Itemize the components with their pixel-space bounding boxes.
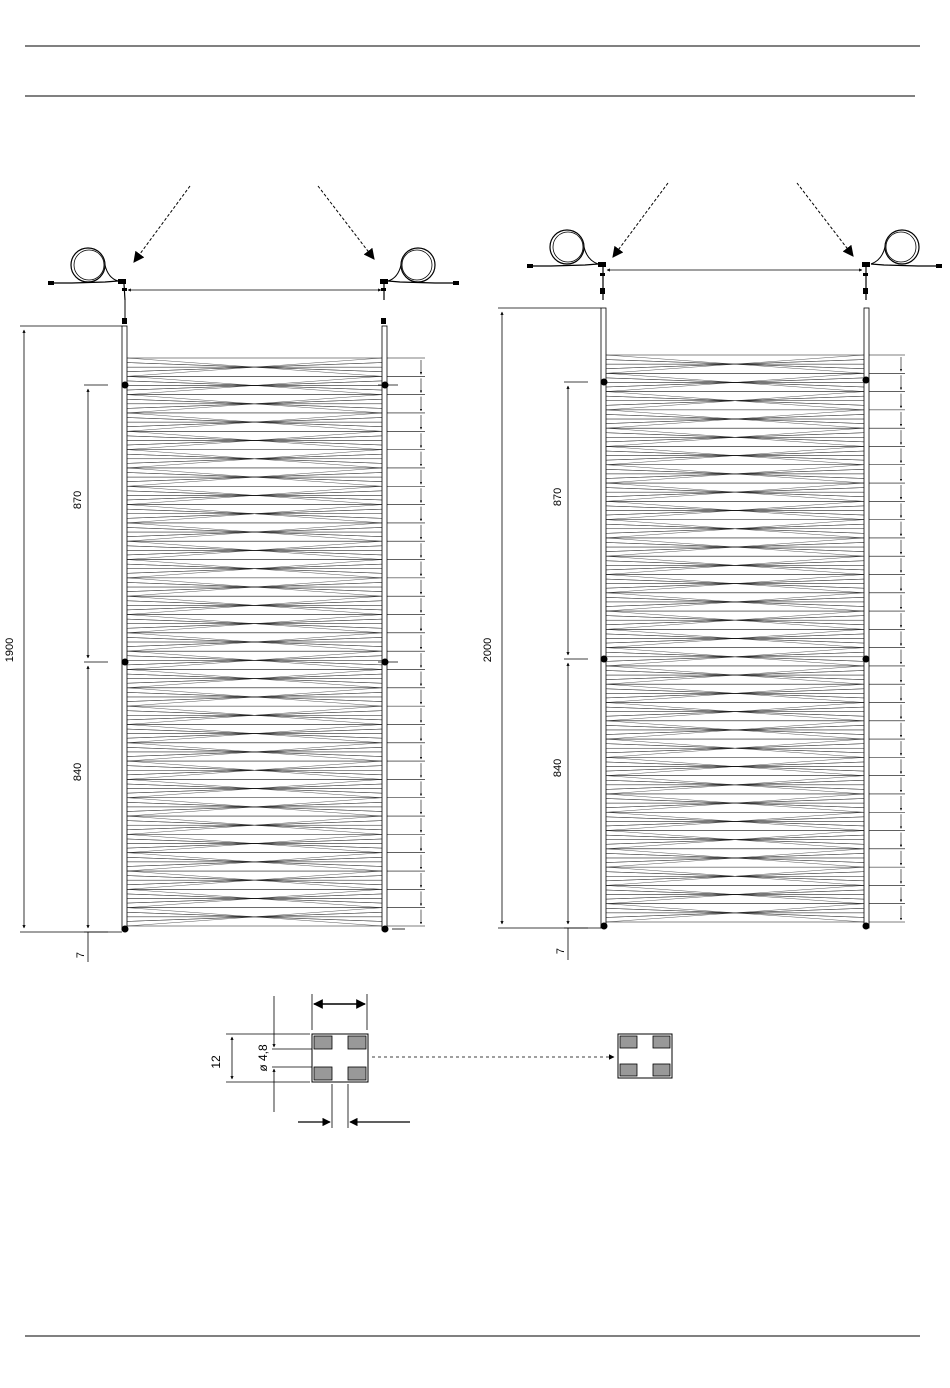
right-pole-1 (601, 308, 606, 928)
right-diagram: 2000 870 840 7 (482, 183, 942, 960)
left-mount-point (122, 382, 129, 389)
right-mount-point (863, 923, 870, 930)
right-mount-point (601, 923, 608, 930)
right-offset-label: 7 (555, 948, 567, 954)
right-cable-coil-1 (527, 230, 606, 300)
right-beam-pitch-dimensions (869, 355, 905, 922)
right-cable-coil-2 (862, 230, 942, 300)
right-upper-segment-label: 870 (552, 488, 564, 506)
left-mount-point (122, 926, 129, 933)
detail-view: 12 ø 4,8 (209, 994, 672, 1128)
left-pole-1 (122, 326, 127, 930)
detail-lens-block-2 (618, 1034, 672, 1078)
right-mount-point (863, 377, 870, 384)
right-mount-point (601, 379, 608, 386)
left-cable-coil-2 (380, 248, 459, 324)
right-lower-segment-label: 840 (552, 759, 564, 777)
right-mount-point (601, 656, 608, 663)
left-offset-label: 7 (75, 952, 87, 958)
left-pole-2 (382, 326, 387, 930)
detail-diameter-label: ø 4,8 (256, 1044, 270, 1072)
detail-height-label: 12 (209, 1055, 223, 1069)
left-mount-point (122, 659, 129, 666)
right-pointer-arrow-1 (613, 183, 668, 257)
left-pointer-arrow-2 (318, 186, 374, 259)
left-mount-point (382, 926, 389, 933)
right-beam-mesh (606, 355, 864, 922)
detail-lens-block (312, 1034, 368, 1082)
left-total-height-label: 1900 (4, 638, 16, 662)
right-pointer-arrow-2 (797, 183, 853, 256)
left-cable-coil-1 (48, 248, 127, 324)
left-pointer-arrow-1 (134, 186, 190, 262)
left-diagram: 1900 870 840 7 (4, 186, 459, 962)
right-pole-2 (864, 308, 869, 928)
left-lower-segment-label: 840 (72, 763, 84, 781)
left-beam-mesh (127, 358, 382, 926)
left-upper-segment-label: 870 (72, 491, 84, 509)
right-total-height-label: 2000 (482, 638, 494, 662)
right-mount-point (863, 656, 870, 663)
left-beam-pitch-dimensions (387, 358, 425, 926)
